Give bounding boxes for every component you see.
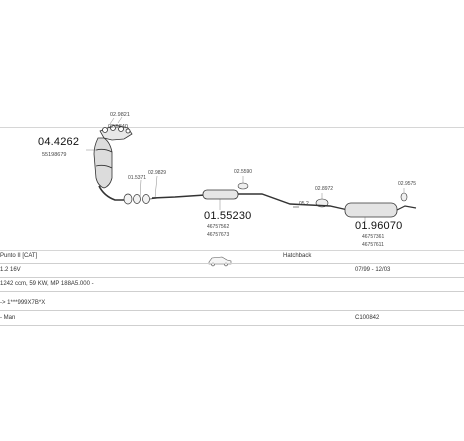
body-type-value: Hatchback [283,253,312,259]
row-divider [0,277,464,278]
rear-silencer [344,202,417,218]
rear-pipe [293,204,349,211]
flange-parts [123,193,159,205]
code-value: C100842 [355,315,380,321]
top-divider [0,127,464,128]
part-code-label: 02.9840 [108,124,128,130]
row-divider [0,310,464,311]
engine-value: 1.2 16V [0,267,21,273]
leader-lines [86,116,405,222]
part-code-label: 01.55230 [204,210,252,222]
part-code-label: 01.96070 [355,220,403,232]
front-pipe [151,194,206,199]
years-value: 07/99 - 12/03 [355,267,391,273]
part-ref-label: 46757562 [207,224,230,230]
part-code-label: 02.9829 [148,170,167,176]
part-code-label: 02.9575 [398,181,417,187]
row-divider [0,263,464,264]
part-ref-label: 46757611 [362,242,384,248]
manifold-converter-part [93,124,133,201]
part-ref-label: 46757361 [362,234,385,240]
row-divider [0,291,464,292]
gearbox-value: - Man [0,315,16,321]
tail-hanger [400,192,408,202]
chassis-value: -> 1***999X7B*X [0,300,46,306]
part-code-label: 02.9821 [110,112,130,118]
middle-silencer [202,189,311,206]
hatchback-car-icon [208,256,232,267]
part-ref-label: 55198679 [42,152,67,158]
details-divider [0,250,464,251]
spec-value: 1242 ccm, 59 KW, MP 188A5.000 - [0,281,94,287]
part-code-label: 01.5371 [128,175,147,181]
part-code-label: 02.8972 [315,186,334,192]
part-code-label: 04.4262 [38,136,80,148]
part-code-label: 05.2 [299,201,309,207]
part-ref-label: 46757673 [207,232,230,238]
model-value: Punto II [CAT] [0,253,38,259]
part-code-label: 02.5590 [234,169,253,175]
row-divider [0,325,464,326]
